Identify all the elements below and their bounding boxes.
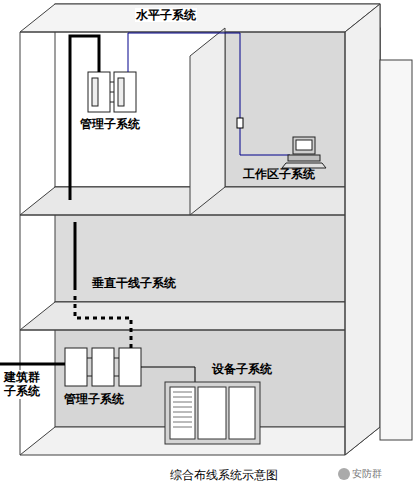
roof-slab [20,4,380,32]
computer-base [288,155,320,161]
patch-cord [110,82,114,83]
subsystem-label: 管理子系统 [80,117,140,131]
patch-cord [110,92,114,93]
cabinet-vent [173,412,192,413]
patch-cord [114,376,119,377]
front-edge [20,330,345,331]
subsystem-label: 建筑群 子系统 [3,370,45,399]
patch-panel [65,348,87,386]
cabinet-door [198,387,226,439]
equipment-cabinet [165,382,260,444]
patch-panel [88,72,110,112]
patch-cord [110,102,114,103]
watermark-icon [338,468,350,480]
cabinet-vent [173,422,192,423]
side-block [380,60,412,440]
subsystem-label: 工作区子系统 [243,167,315,181]
cabinet-vent [173,417,192,418]
right-wall [345,4,380,455]
subsystem-label: 水平子系统 [135,8,197,22]
figure-caption: 综合布线系统示意图 [170,468,278,482]
cabinet-vent [173,397,192,398]
patch-cord [87,376,92,377]
subsystem-label: 设备子系统 [212,362,272,376]
equipment-cable [141,367,195,382]
backbone-cable [74,222,77,290]
subsystem-label: 管理子系统 [64,392,124,406]
patch-cord [114,358,119,359]
watermark: 安防群 [352,468,382,480]
computer-monitor [293,137,315,154]
panel-port [92,78,98,106]
campus-cable [0,363,65,366]
front-edge [20,32,345,33]
horizontal-cable [128,33,290,155]
cabinet-vent [173,427,192,428]
patch-panel [114,72,136,112]
panel-port [118,78,124,106]
cabinet-vent [173,407,192,408]
front-edge [20,215,345,216]
computer-screen [296,140,312,150]
info-outlet [237,118,243,128]
cabinet-vent [173,402,192,403]
cabinet-vent [173,392,192,393]
room-partition [190,28,225,215]
patch-panel [119,348,141,386]
patch-cord [87,358,92,359]
subsystem-label: 垂直干线子系统 [92,276,176,290]
cabinet-door [229,387,255,439]
cabinet-door [170,387,195,439]
backbone-cable [75,296,131,348]
front-edge [345,32,346,455]
patch-panel [92,348,114,386]
